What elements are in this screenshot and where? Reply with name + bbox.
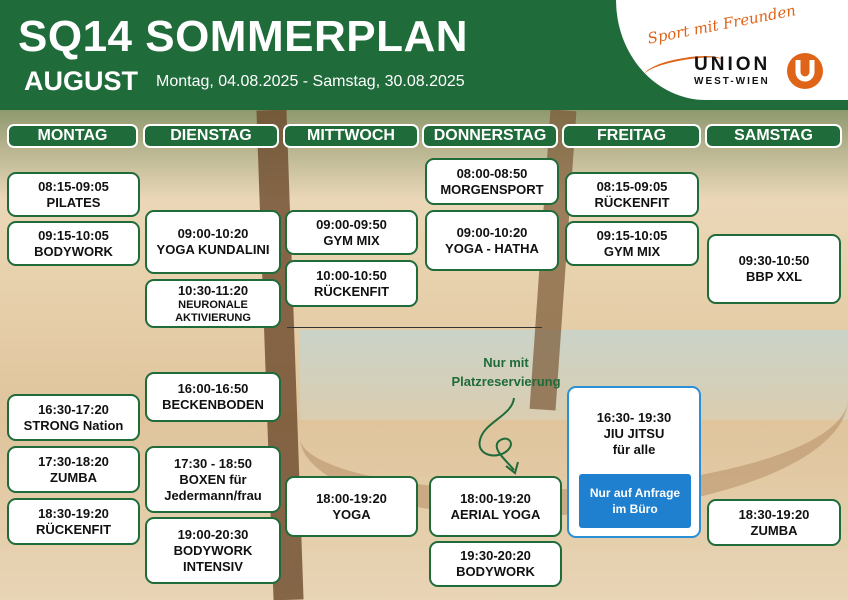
class-name: STRONG Nation [23,417,124,433]
day-header-monday: MONTAG [7,124,138,148]
class-card: 09:15-10:05 GYM MIX [565,221,699,266]
month-label: AUGUST [24,66,138,96]
class-card: 19:00-20:30 BODYWORK INTENSIV [145,517,281,584]
class-card: 18:00-19:20 AERIAL YOGA [429,476,562,537]
class-name: GYM MIX [603,243,661,259]
day-header-saturday: SAMSTAG [705,124,842,148]
class-time: 08:15-09:05 [38,178,109,194]
class-time: 18:00-19:20 [316,490,387,506]
day-header-thursday: DONNERSTAG [422,124,558,148]
class-card: 09:00-09:50 GYM MIX [285,210,418,255]
class-time: 10:30-11:20 [177,282,249,298]
reservation-note: Nur mit Platzreservierung [451,355,561,389]
class-card: 18:30-19:20 RÜCKENFIT [7,498,140,545]
class-time: 17:30 - 18:50 [173,455,253,471]
class-time: 09:00-09:50 [316,216,387,232]
class-time: 09:00-10:20 [177,226,249,241]
class-time: 16:30- 19:30 [596,410,672,425]
class-card: 08:15-09:05 RÜCKENFIT [565,172,699,217]
day-header-tuesday: DIENSTAG [143,124,279,148]
class-name: BECKENBODEN [162,397,264,412]
class-name: BOXEN für Jedermann/frau [164,471,262,503]
class-name: ZUMBA [50,469,97,485]
union-u-icon [787,53,823,89]
class-card: 08:00-08:50 MORGENSPORT [425,158,559,205]
class-time: 18:00-19:20 [460,490,531,506]
class-name: AERIAL YOGA [450,506,541,522]
class-name: YOGA - HATHA [445,240,539,256]
class-name: PILATES [46,194,101,210]
class-card: 18:00-19:20 YOGA [285,476,418,537]
class-time: 10:00-10:50 [316,267,387,283]
class-card: 08:15-09:05 PILATES [7,172,140,217]
class-name: MORGENSPORT [440,181,544,197]
page-title: SQ14 SOMMERPLAN [18,12,469,61]
day-header-wednesday: MITTWOCH [283,124,419,148]
class-card: 17:30 - 18:50 BOXEN für Jedermann/frau [145,446,281,513]
class-time: 08:15-09:05 [596,178,668,194]
class-card: 09:15-10:05 BODYWORK [7,221,140,266]
class-time: 09:00-10:20 [456,224,528,240]
class-card: 16:00-16:50 BECKENBODEN [145,372,281,422]
class-name: BODYWORK INTENSIV [173,542,253,574]
class-name: RÜCKENFIT [594,194,670,210]
class-time: 18:30-19:20 [38,505,109,521]
class-name: BODYWORK [34,243,113,259]
class-card: 10:30-11:20 NEURONALE AKTIVIERUNG [145,279,281,328]
class-name: YOGA KUNDALINI [156,242,270,257]
class-card: 09:00-10:20 YOGA - HATHA [425,210,559,271]
day-header-friday: FREITAG [562,124,701,148]
request-info-button[interactable]: Nur auf Anfrage im Büro [579,474,691,528]
class-name: JIU JITSU für alle [603,426,665,457]
class-name: ZUMBA [750,522,798,538]
class-card: 09:00-10:20 YOGA KUNDALINI [145,210,281,274]
class-time: 16:00-16:50 [177,381,249,396]
class-time: 18:30-19:20 [738,506,810,522]
class-card: 09:30-10:50 BBP XXL [707,234,841,304]
class-time: 09:30-10:50 [738,253,810,268]
curved-arrow-icon [478,397,519,475]
class-time: 09:15-10:05 [38,227,109,243]
class-time: 08:00-08:50 [456,165,528,181]
logo-brand: UNION [694,54,771,75]
class-time: 19:00-20:30 [177,526,249,542]
class-card: 16:30-17:20 STRONG Nation [7,394,140,441]
date-range: Montag, 04.08.2025 - Samstag, 30.08.2025 [156,73,465,90]
class-name: GYM MIX [323,232,380,248]
class-name: RÜCKENFIT [35,521,112,537]
class-name: YOGA [332,506,371,522]
class-time: 09:15-10:05 [596,227,668,243]
divider [287,327,542,328]
jiu-jitsu-card: 16:30- 19:30 JIU JITSU für alle Nur auf … [567,386,701,538]
class-time: 16:30-17:20 [38,401,109,417]
class-time: 17:30-18:20 [38,453,109,469]
class-time: 19:30-20:20 [460,548,531,563]
logo-brand-sub: WEST-WIEN [694,76,770,87]
class-name: BODYWORK [456,564,535,579]
class-name: BBP XXL [745,269,803,284]
class-name: RÜCKENFIT [313,283,390,299]
class-card: 10:00-10:50 RÜCKENFIT [285,260,418,307]
class-name: NEURONALE AKTIVIERUNG [175,298,251,324]
class-card: 18:30-19:20 ZUMBA [707,499,841,546]
class-card: 17:30-18:20 ZUMBA [7,446,140,493]
class-card: 19:30-20:20 BODYWORK [429,541,562,587]
